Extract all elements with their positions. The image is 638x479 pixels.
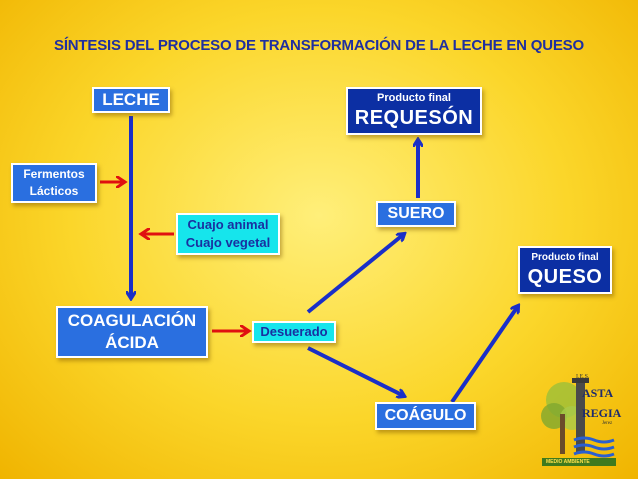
node-cuajo-line-2: Cuajo vegetal (185, 235, 271, 250)
node-fermentos-line-2: Lácticos (29, 184, 79, 198)
node-desuerado-label: Desuerado (260, 324, 328, 339)
node-requeson-caption: Producto final (377, 92, 451, 104)
node-leche: LECHE (92, 87, 170, 113)
node-suero: SUERO (376, 201, 456, 227)
logo-asta: ASTA (582, 386, 614, 400)
school-logo: I.E.S. ASTA REGIA Jerez MEDIO AMBIENTE (540, 370, 622, 470)
node-coagulo-label: COÁGULO (384, 407, 467, 424)
node-fermentos: Fermentos Lácticos (11, 163, 97, 203)
logo-regia: REGIA (582, 406, 622, 420)
node-cuajo: Cuajo animal Cuajo vegetal (176, 213, 280, 255)
node-coagulacion: COAGULACIÓN ÁCIDA (56, 306, 208, 358)
node-queso: Producto final QUESO (518, 246, 612, 294)
diagram-title: SÍNTESIS DEL PROCESO DE TRANSFORMACIÓN D… (54, 37, 584, 54)
logo-ies: I.E.S. (576, 374, 590, 380)
node-fermentos-line-1: Fermentos (23, 167, 85, 181)
node-suero-label: SUERO (387, 205, 445, 222)
school-logo-graphic (541, 378, 616, 466)
node-requeson-name: REQUESÓN (354, 107, 474, 129)
node-desuerado: Desuerado (252, 321, 336, 343)
node-cuajo-line-1: Cuajo animal (187, 217, 269, 232)
logo-medio-ambiente: MEDIO AMBIENTE (546, 459, 590, 465)
arrow-coagulo-to-queso (450, 306, 518, 404)
node-queso-caption: Producto final (531, 252, 599, 263)
arrow-desuerado-to-coagulo (307, 346, 404, 396)
arrow-desuerado-to-suero (306, 234, 404, 314)
node-leche-label: LECHE (102, 90, 160, 109)
node-coagulacion-line-1: COAGULACIÓN (67, 311, 197, 330)
node-coagulo: COÁGULO (375, 402, 476, 430)
node-requeson: Producto final REQUESÓN (346, 87, 482, 135)
node-coagulacion-line-2: ÁCIDA (105, 333, 159, 352)
logo-jerez: Jerez (602, 421, 613, 426)
node-queso-name: QUESO (527, 266, 603, 288)
